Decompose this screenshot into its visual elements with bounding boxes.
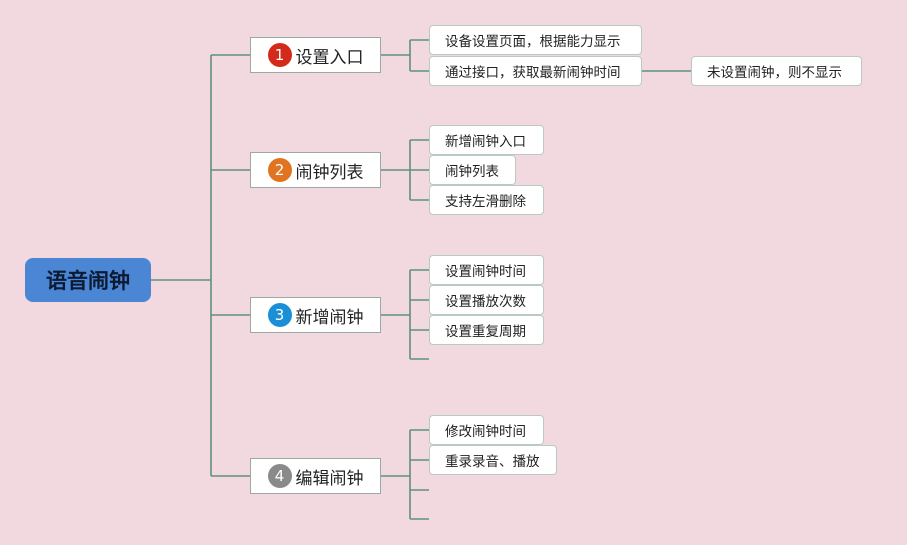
sub-leaf-node[interactable]: 未设置闹钟，则不显示 — [691, 56, 862, 86]
leaf-node[interactable]: 修改闹钟时间 — [429, 415, 544, 445]
branch-label: 新增闹钟 — [295, 307, 364, 328]
branch-label: 设置入口 — [295, 47, 364, 68]
leaf-node[interactable]: 闹钟列表 — [429, 155, 516, 185]
number-badge-icon: 4 — [267, 464, 292, 488]
leaf-node[interactable]: 设置重复周期 — [429, 315, 544, 345]
number-badge-icon: 1 — [267, 43, 292, 67]
branch-node-add-alarm[interactable]: 3 新增闹钟 — [250, 297, 381, 333]
leaf-node[interactable]: 设置播放次数 — [429, 285, 544, 315]
number-badge-icon: 3 — [267, 303, 292, 327]
leaf-node[interactable]: 设置闹钟时间 — [429, 255, 544, 285]
leaf-node[interactable]: 通过接口，获取最新闹钟时间 — [429, 56, 642, 86]
leaf-node[interactable]: 重录录音、播放 — [429, 445, 557, 475]
leaf-node[interactable]: 新增闹钟入口 — [429, 125, 544, 155]
root-label: 语音闹钟 — [46, 269, 130, 293]
branch-label: 编辑闹钟 — [295, 468, 364, 489]
root-node[interactable]: 语音闹钟 — [25, 258, 151, 302]
branch-node-edit-alarm[interactable]: 4 编辑闹钟 — [250, 458, 381, 494]
branch-node-settings-entry[interactable]: 1 设置入口 — [250, 37, 381, 73]
branch-label: 闹钟列表 — [295, 162, 364, 183]
leaf-node[interactable]: 设备设置页面，根据能力显示 — [429, 25, 642, 55]
branch-node-alarm-list[interactable]: 2 闹钟列表 — [250, 152, 381, 188]
number-badge-icon: 2 — [267, 158, 292, 182]
leaf-node[interactable]: 支持左滑删除 — [429, 185, 544, 215]
